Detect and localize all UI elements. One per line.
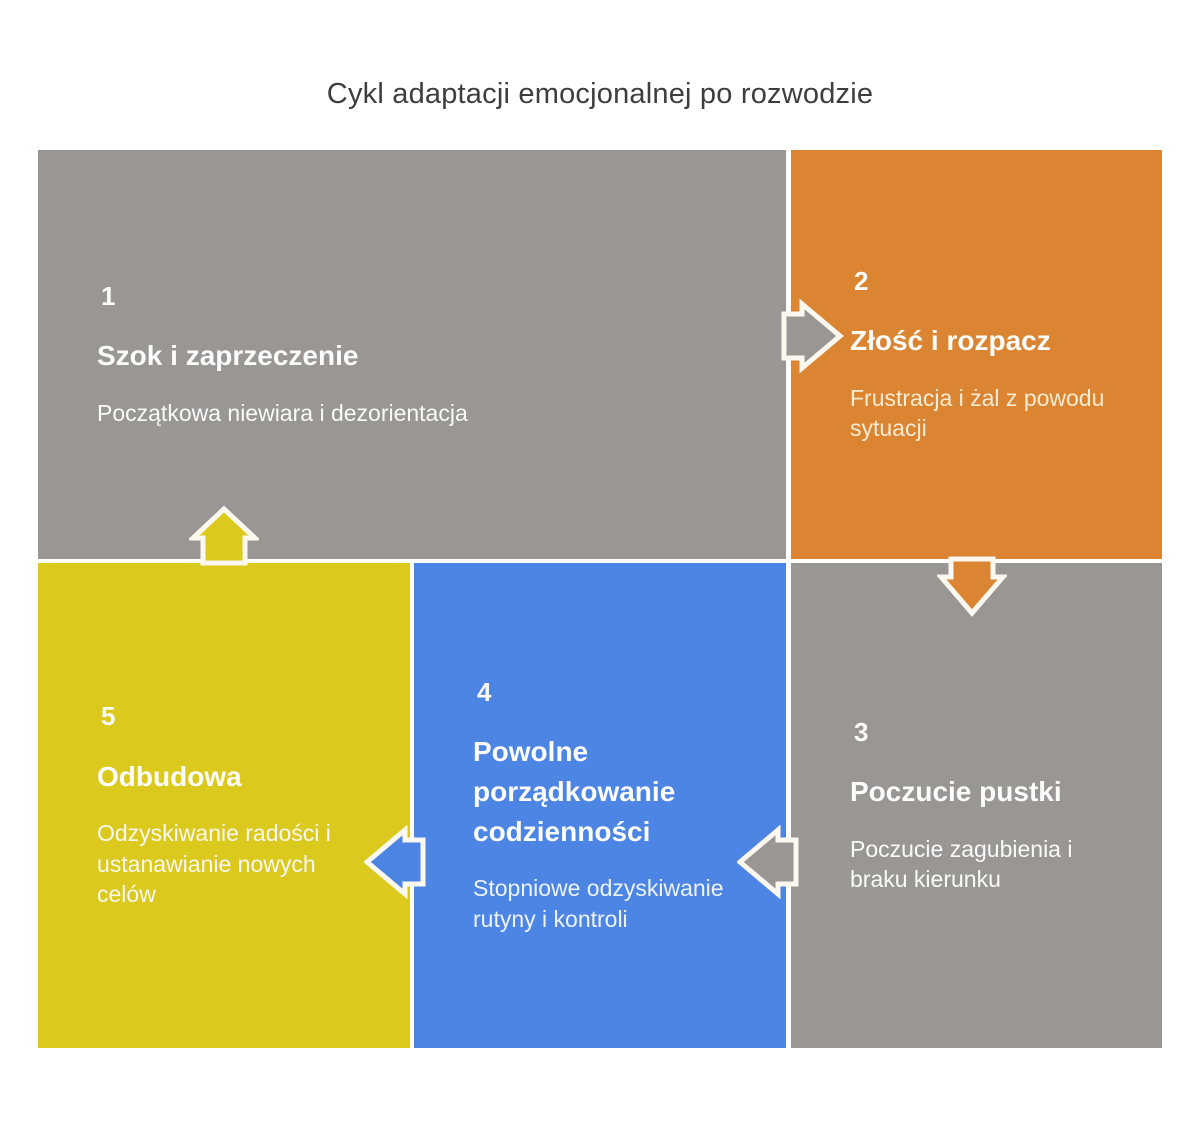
stage-number: 1 [101,280,116,311]
stage-title: Poczucie pustki [850,775,1062,807]
arrow-shape [737,825,799,899]
stage-box-5-rebuilding: 5 Odbudowa Odzyskiwanie radości i ustana… [38,563,410,1048]
arrow-shape [937,556,1007,617]
stage-title: Złość i rozpacz [850,324,1051,356]
stage-number: 2 [854,265,869,296]
stage-box-2-anger: 2 Złość i rozpacz Frustracja i żal z pow… [791,150,1162,559]
stage-title: Szok i zaprzeczenie [97,340,359,372]
stage-number: 3 [854,716,869,747]
stage-box-4-reorganizing: 4 Powolne porządkowanie codzienności Sto… [414,563,786,1048]
arrow-shape [189,506,259,566]
stage-number: 4 [477,676,492,707]
stage-title: Odbudowa [97,760,242,792]
arrow-left-icon-stage4-to-stage5 [364,825,426,899]
arrow-left-icon-stage3-to-stage4 [737,825,799,899]
arrow-down-icon-stage2-to-stage3 [937,556,1007,617]
stage-box-1-shock: 1 Szok i zaprzeczenie Początkowa niewiar… [38,150,786,559]
page-title: Cykl adaptacji emocjonalnej po rozwodzie [326,78,874,110]
arrow-up-icon-stage5-to-stage1 [189,506,259,566]
stage-box-3-emptiness: 3 Poczucie pustki Poczucie zagubienia i … [791,563,1162,1048]
stage-description: Początkowa niewiara i dezorientacja [97,399,468,426]
arrow-right-icon-stage1-to-stage2 [781,299,844,373]
arrow-shape [781,299,844,373]
stage-description: Frustracja i żal z powodu sytuacji [850,384,1105,441]
stage-description: Odzyskiwanie radości i ustanawianie nowy… [97,820,331,908]
stage-number: 5 [101,701,116,732]
stage-title: Powolne porządkowanie codzienności [473,736,676,847]
stage-description: Poczucie zagubienia i braku kierunku [850,835,1073,892]
arrow-shape [364,825,426,899]
stage-description: Stopniowe odzyskiwanie rutyny i kontroli [473,875,724,932]
